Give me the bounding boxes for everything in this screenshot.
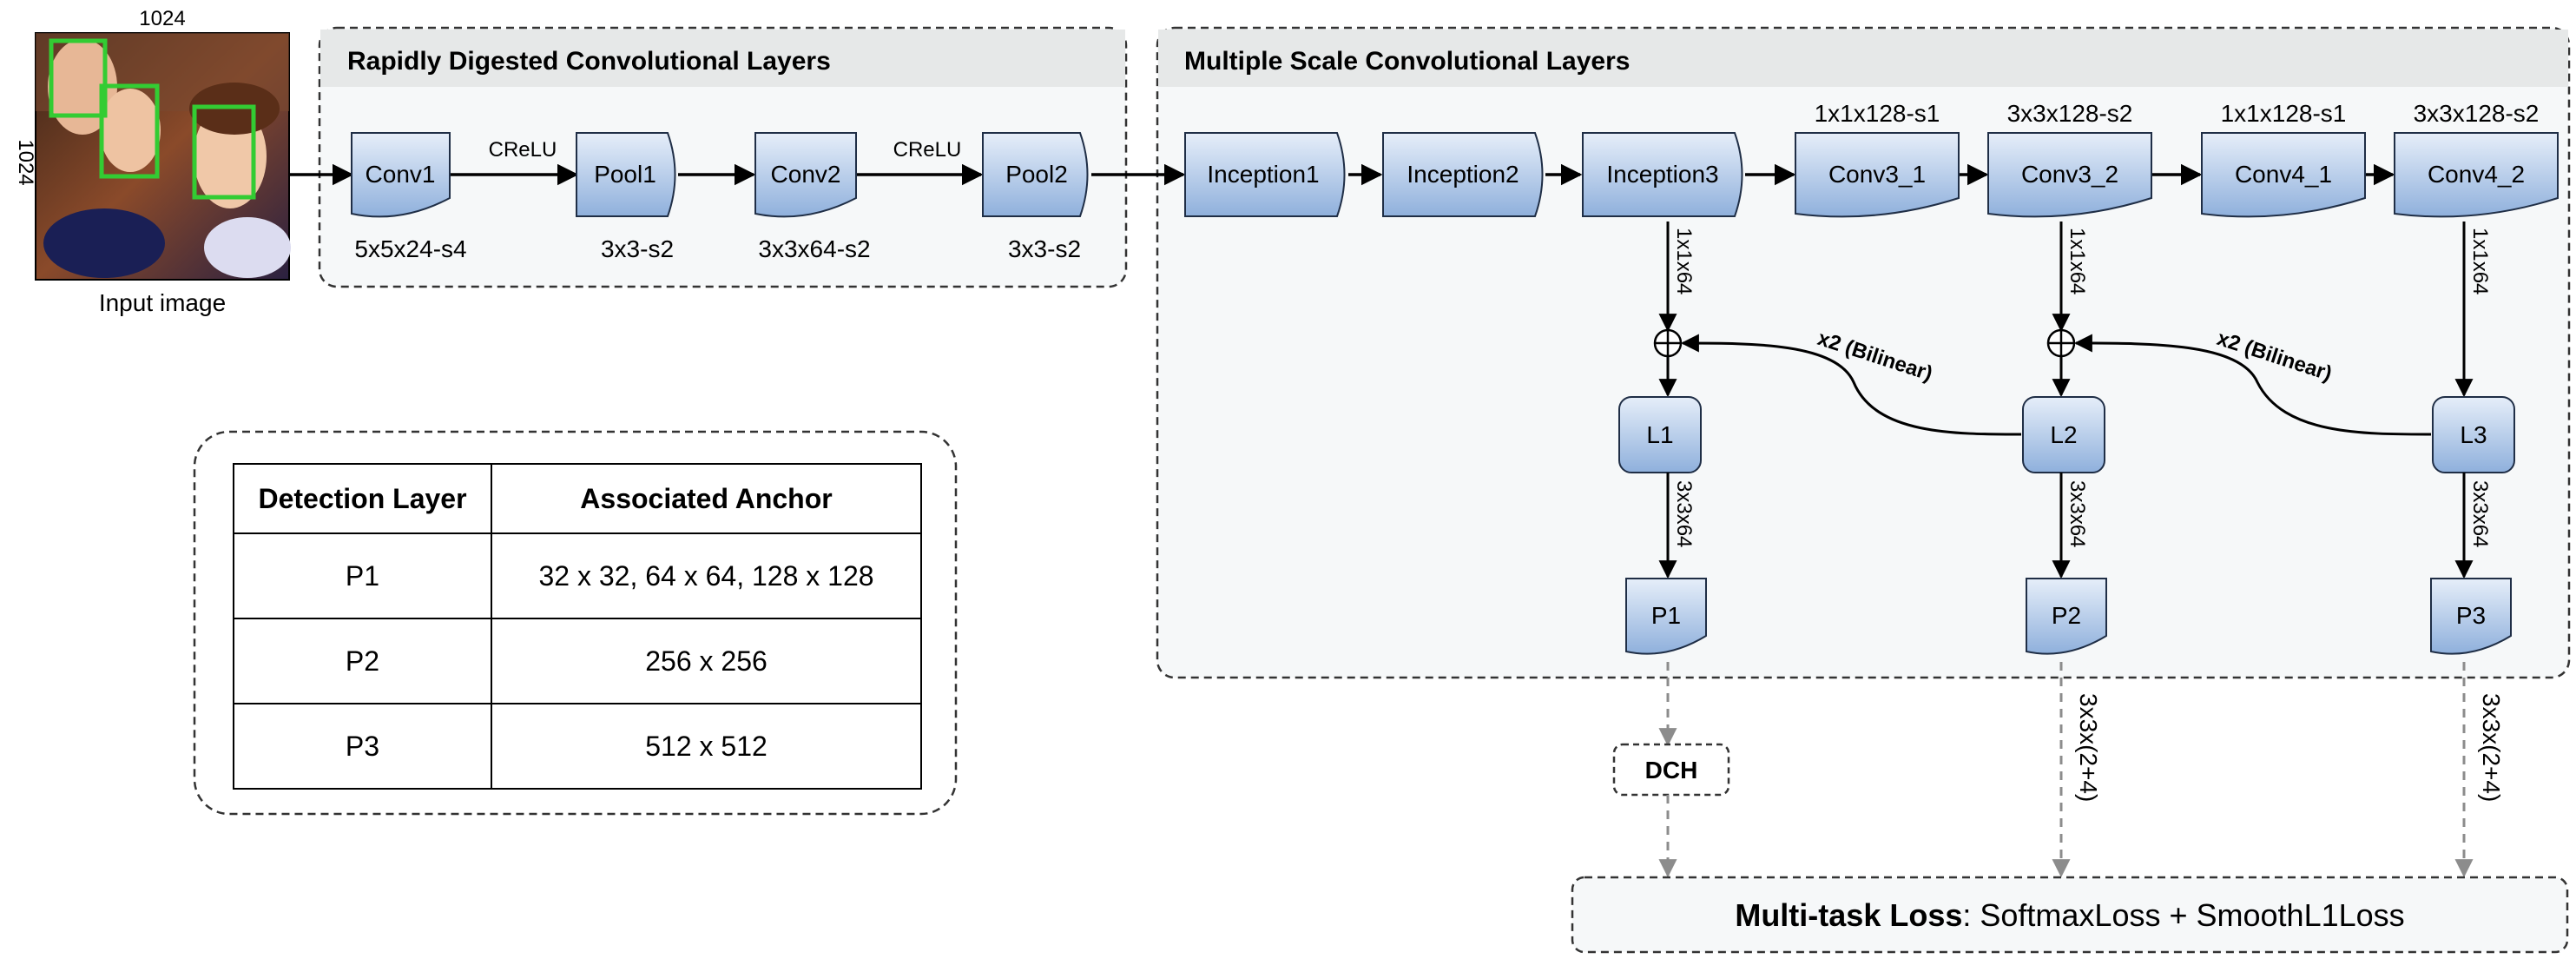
table-row: P1 32 x 32, 64 x 64, 128 x 128 bbox=[233, 532, 922, 619]
node-inception2 bbox=[1382, 132, 1544, 217]
table-cell: P1 bbox=[233, 532, 492, 619]
node-label: L3 bbox=[2460, 421, 2487, 448]
rdcl-title: Rapidly Digested Convolutional Layers bbox=[347, 47, 831, 76]
mscl-title: Multiple Scale Convolutional Layers bbox=[1184, 47, 1630, 76]
node-conv4_2 bbox=[2394, 132, 2559, 218]
input-height-label: 1024 bbox=[14, 139, 37, 185]
table-cell: P2 bbox=[233, 618, 492, 704]
node-label: Conv1 bbox=[366, 161, 436, 188]
input-image bbox=[35, 32, 291, 281]
level-param: 3x3x64 bbox=[2065, 480, 2089, 547]
crelu-label: CReLU bbox=[489, 138, 557, 162]
node-conv1 bbox=[351, 132, 451, 218]
lateral-param: 1x1x64 bbox=[1672, 228, 1696, 294]
table-cell: P3 bbox=[233, 703, 492, 790]
node-param: 3x3x128-s2 bbox=[2007, 100, 2133, 127]
anchor-table: Detection Layer Associated Anchor P1 32 … bbox=[233, 463, 922, 790]
node-l1 bbox=[1618, 396, 1702, 473]
node-inception1 bbox=[1184, 132, 1346, 217]
node-param: 1x1x128-s1 bbox=[1815, 100, 1940, 127]
node-conv3_2 bbox=[1987, 132, 2152, 218]
table-cell: 32 x 32, 64 x 64, 128 x 128 bbox=[491, 532, 922, 619]
face-box bbox=[192, 104, 256, 200]
node-l3 bbox=[2432, 396, 2515, 473]
table-header: Detection Layer bbox=[233, 463, 492, 534]
node-label: P3 bbox=[2456, 602, 2486, 629]
output-param: 3x3x(2+4) bbox=[2478, 693, 2505, 802]
loss-formula: : SoftmaxLoss + SmoothL1Loss bbox=[1962, 897, 2404, 933]
node-conv3_1 bbox=[1795, 132, 1960, 218]
node-pool2 bbox=[982, 132, 1089, 217]
node-l2 bbox=[2022, 396, 2105, 473]
lateral-param: 1x1x64 bbox=[2065, 228, 2089, 294]
rdcl-panel bbox=[318, 26, 1128, 288]
input-image-caption: Input image bbox=[99, 289, 226, 316]
node-label: L1 bbox=[1646, 421, 1673, 448]
table-cell: 512 x 512 bbox=[491, 703, 922, 790]
node-p1 bbox=[1625, 578, 1707, 655]
node-label: P2 bbox=[2052, 602, 2081, 629]
dch-label: DCH bbox=[1645, 757, 1698, 784]
node-param: 3x3-s2 bbox=[1008, 235, 1081, 262]
node-param: 1x1x128-s1 bbox=[2221, 100, 2347, 127]
lateral-param: 1x1x64 bbox=[2468, 228, 2492, 294]
node-label: Inception3 bbox=[1606, 161, 1718, 188]
node-p3 bbox=[2430, 578, 2512, 655]
table-header: Associated Anchor bbox=[491, 463, 922, 534]
node-label: Conv3_1 bbox=[1828, 161, 1926, 188]
node-conv4_1 bbox=[2201, 132, 2366, 218]
crelu-label: CReLU bbox=[893, 138, 962, 162]
node-label: Conv2 bbox=[771, 161, 841, 188]
node-p2 bbox=[2026, 578, 2107, 655]
table-row: P3 512 x 512 bbox=[233, 703, 922, 790]
node-label: P1 bbox=[1651, 602, 1681, 629]
level-param: 3x3x64 bbox=[2468, 480, 2492, 547]
node-label: Inception1 bbox=[1207, 161, 1319, 188]
face-box bbox=[49, 38, 108, 118]
node-label: Conv3_2 bbox=[2021, 161, 2118, 188]
node-label: Conv4_2 bbox=[2428, 161, 2525, 188]
node-label: Pool2 bbox=[1005, 161, 1068, 188]
node-label: Conv4_1 bbox=[2235, 161, 2332, 188]
loss-title: Multi-task Loss bbox=[1735, 897, 1962, 933]
loss-text: Multi-task Loss: SoftmaxLoss + SmoothL1L… bbox=[1735, 897, 2404, 933]
node-pool1 bbox=[576, 132, 676, 217]
table-row: P2 256 x 256 bbox=[233, 618, 922, 704]
node-inception3 bbox=[1582, 132, 1743, 217]
input-width-label: 1024 bbox=[139, 7, 185, 30]
upsample-arrow-l3-sum2 bbox=[2073, 334, 2432, 436]
table-header-row: Detection Layer Associated Anchor bbox=[233, 463, 922, 534]
upsample-arrow-l2-sum1 bbox=[1680, 334, 2022, 436]
level-param: 3x3x64 bbox=[1672, 480, 1696, 547]
node-param: 5x5x24-s4 bbox=[354, 235, 466, 262]
node-conv2 bbox=[754, 132, 857, 218]
sum-node-1 bbox=[1653, 328, 1683, 358]
loss-box bbox=[1571, 876, 2569, 954]
node-label: L2 bbox=[2050, 421, 2077, 448]
face-box bbox=[99, 83, 160, 179]
node-param: 3x3x128-s2 bbox=[2414, 100, 2540, 127]
dch-box bbox=[1612, 743, 1730, 797]
node-label: Pool1 bbox=[594, 161, 656, 188]
node-param: 3x3x64-s2 bbox=[758, 235, 870, 262]
output-param: 3x3x(2+4) bbox=[2075, 693, 2102, 802]
sum-node-2 bbox=[2046, 328, 2076, 358]
node-param: 3x3-s2 bbox=[601, 235, 674, 262]
node-label: Inception2 bbox=[1407, 161, 1519, 188]
table-cell: 256 x 256 bbox=[491, 618, 922, 704]
